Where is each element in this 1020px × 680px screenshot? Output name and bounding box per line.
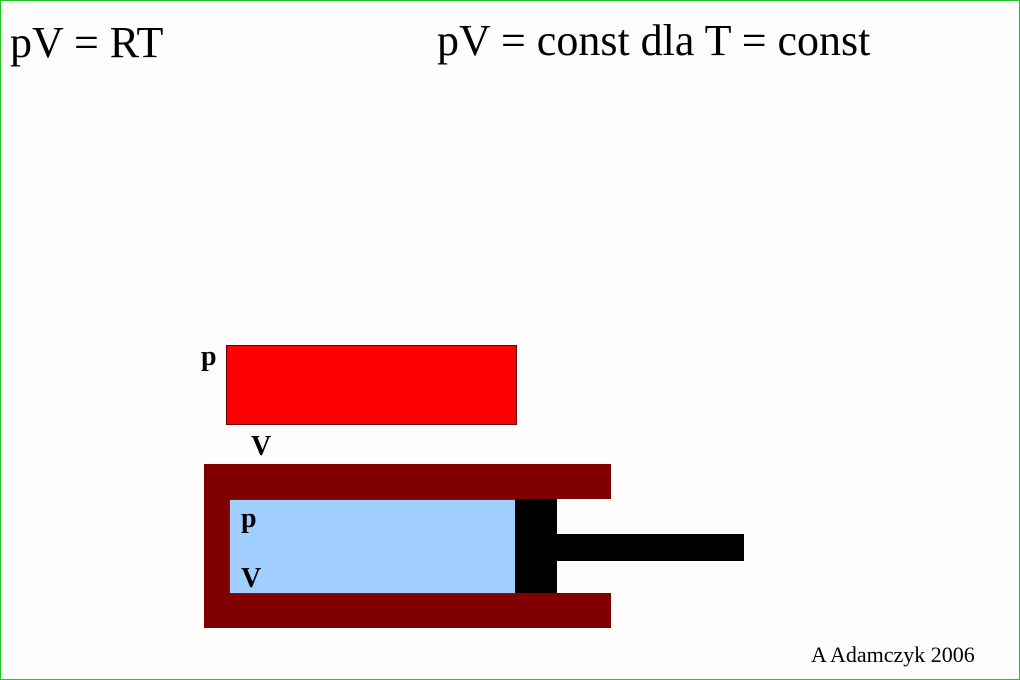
pressure-volume-indicator-bar: [226, 345, 517, 425]
gas-pressure-label: p: [241, 503, 257, 534]
cylinder-top-wall: [204, 464, 611, 499]
gas-chamber: [229, 499, 516, 594]
ideal-gas-formula: pV = RT: [10, 18, 164, 67]
indicator-pressure-label: p: [201, 341, 217, 372]
cylinder-bottom-wall: [204, 593, 611, 628]
author-credit: A Adamczyk 2006: [811, 642, 975, 667]
isothermal-formula: pV = const dla T = const: [437, 16, 871, 65]
piston-head: [515, 499, 557, 593]
indicator-volume-label: V: [251, 431, 272, 462]
cylinder-end-wall: [204, 464, 229, 628]
gas-volume-label: V: [241, 563, 262, 594]
piston-rod: [557, 534, 744, 561]
